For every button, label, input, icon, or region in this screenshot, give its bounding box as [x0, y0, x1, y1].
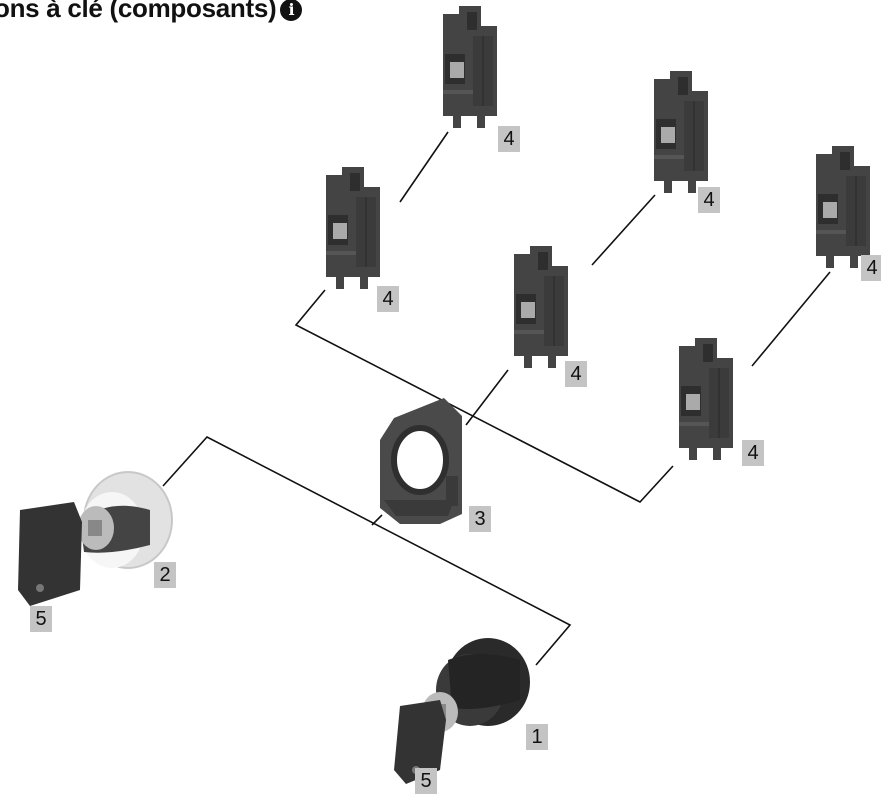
contact-block-3	[653, 70, 709, 194]
label-contact-block-1: 4	[498, 126, 520, 152]
contact-block-1	[442, 5, 498, 129]
selector-head-chrome	[18, 471, 173, 606]
label-contact-block-3: 4	[698, 187, 720, 213]
info-circle-icon: i	[280, 0, 303, 21]
contact-block-4	[513, 245, 569, 369]
contact-block-5	[815, 145, 871, 269]
label-contact-block-6: 4	[742, 440, 764, 466]
diagram-title-text: ons à clé (composants)	[0, 0, 277, 23]
label-key-chrome: 5	[30, 606, 52, 632]
label-selector-head-black: 1	[526, 724, 548, 750]
label-holder: 3	[469, 506, 491, 532]
label-key-black: 5	[415, 768, 437, 794]
mounting-holder	[380, 398, 462, 524]
selector-head-black	[394, 638, 530, 784]
label-contact-block-4: 4	[565, 361, 587, 387]
connector-lines	[162, 131, 831, 666]
label-selector-head-chrome: 2	[154, 562, 176, 588]
diagram-title: ons à clé (composants)i	[0, 0, 303, 24]
contact-block-2	[325, 166, 381, 290]
label-contact-block-2: 4	[377, 286, 399, 312]
contact-block-6	[678, 337, 734, 461]
label-contact-block-5: 4	[861, 255, 881, 281]
